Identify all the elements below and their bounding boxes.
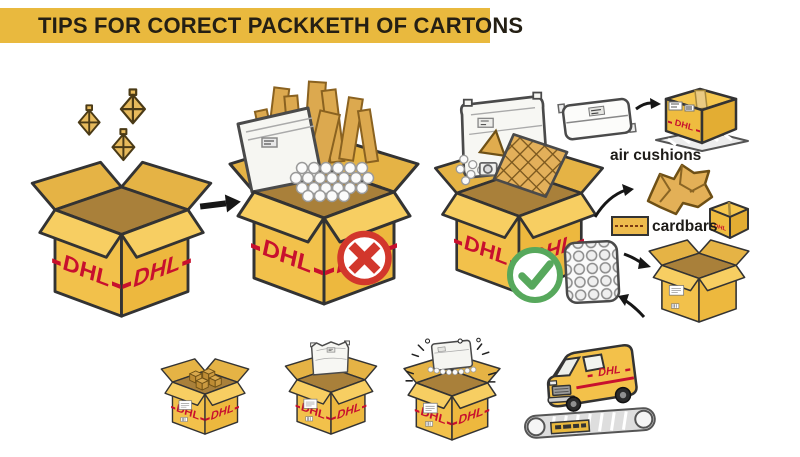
van: DHL (546, 344, 638, 412)
cardbars-label: cardbars (652, 218, 718, 235)
air-cushions-label: air cushions (610, 147, 702, 164)
well-packed-dhl-box (434, 91, 604, 295)
arrow-curved-icon (593, 184, 634, 218)
mesh-cushion (492, 133, 569, 199)
air-cushion-pillow-icon (557, 97, 637, 141)
conveyor (524, 407, 656, 439)
crumpled-paper-icon (646, 163, 714, 216)
arrow-right-icon (623, 252, 651, 269)
packed-parcel (430, 339, 474, 372)
arrow-up-left-icon (618, 294, 646, 319)
overfilled-dhl-box (228, 80, 420, 306)
arrow-right-icon (199, 194, 241, 213)
sealed-dhl-box-on-conveyor: DHL (655, 87, 749, 152)
cardboard-sheet-icon (611, 216, 649, 236)
packing-peanuts (289, 161, 375, 203)
title-banner: TIPS FOR CORECT PACKKETH OF CARTONS (0, 8, 523, 43)
protective-pouch (310, 340, 350, 376)
wrong-mark-icon (337, 230, 392, 286)
dhl-van-on-conveyor: DHL (524, 344, 656, 439)
burst-lines (405, 343, 497, 383)
dhl-logo-text: DHL (598, 364, 622, 380)
wrapped-device (478, 161, 498, 177)
divider-cubes (189, 368, 222, 391)
cardboard-wedge (477, 128, 507, 158)
loose-fill-peanut-icon (77, 88, 147, 162)
packing-peanuts (427, 366, 477, 376)
bubble-wrap-pillow-icon (563, 239, 621, 305)
box-with-loose-fill-burst (403, 337, 501, 441)
dhl-logo-text: DHL (714, 222, 727, 233)
box-with-dividers (160, 358, 250, 435)
small-sealed-dhl-box: DHL (709, 201, 749, 239)
arrow-right-icon (635, 98, 661, 111)
empty-open-box (648, 239, 750, 323)
right-mark-icon (507, 247, 563, 303)
burst-dots (424, 337, 481, 344)
page-title: TIPS FOR CORECT PACKKETH OF CARTONS (38, 12, 524, 38)
box-with-protective-pouch (284, 340, 378, 435)
empty-open-dhl-box (30, 88, 213, 318)
